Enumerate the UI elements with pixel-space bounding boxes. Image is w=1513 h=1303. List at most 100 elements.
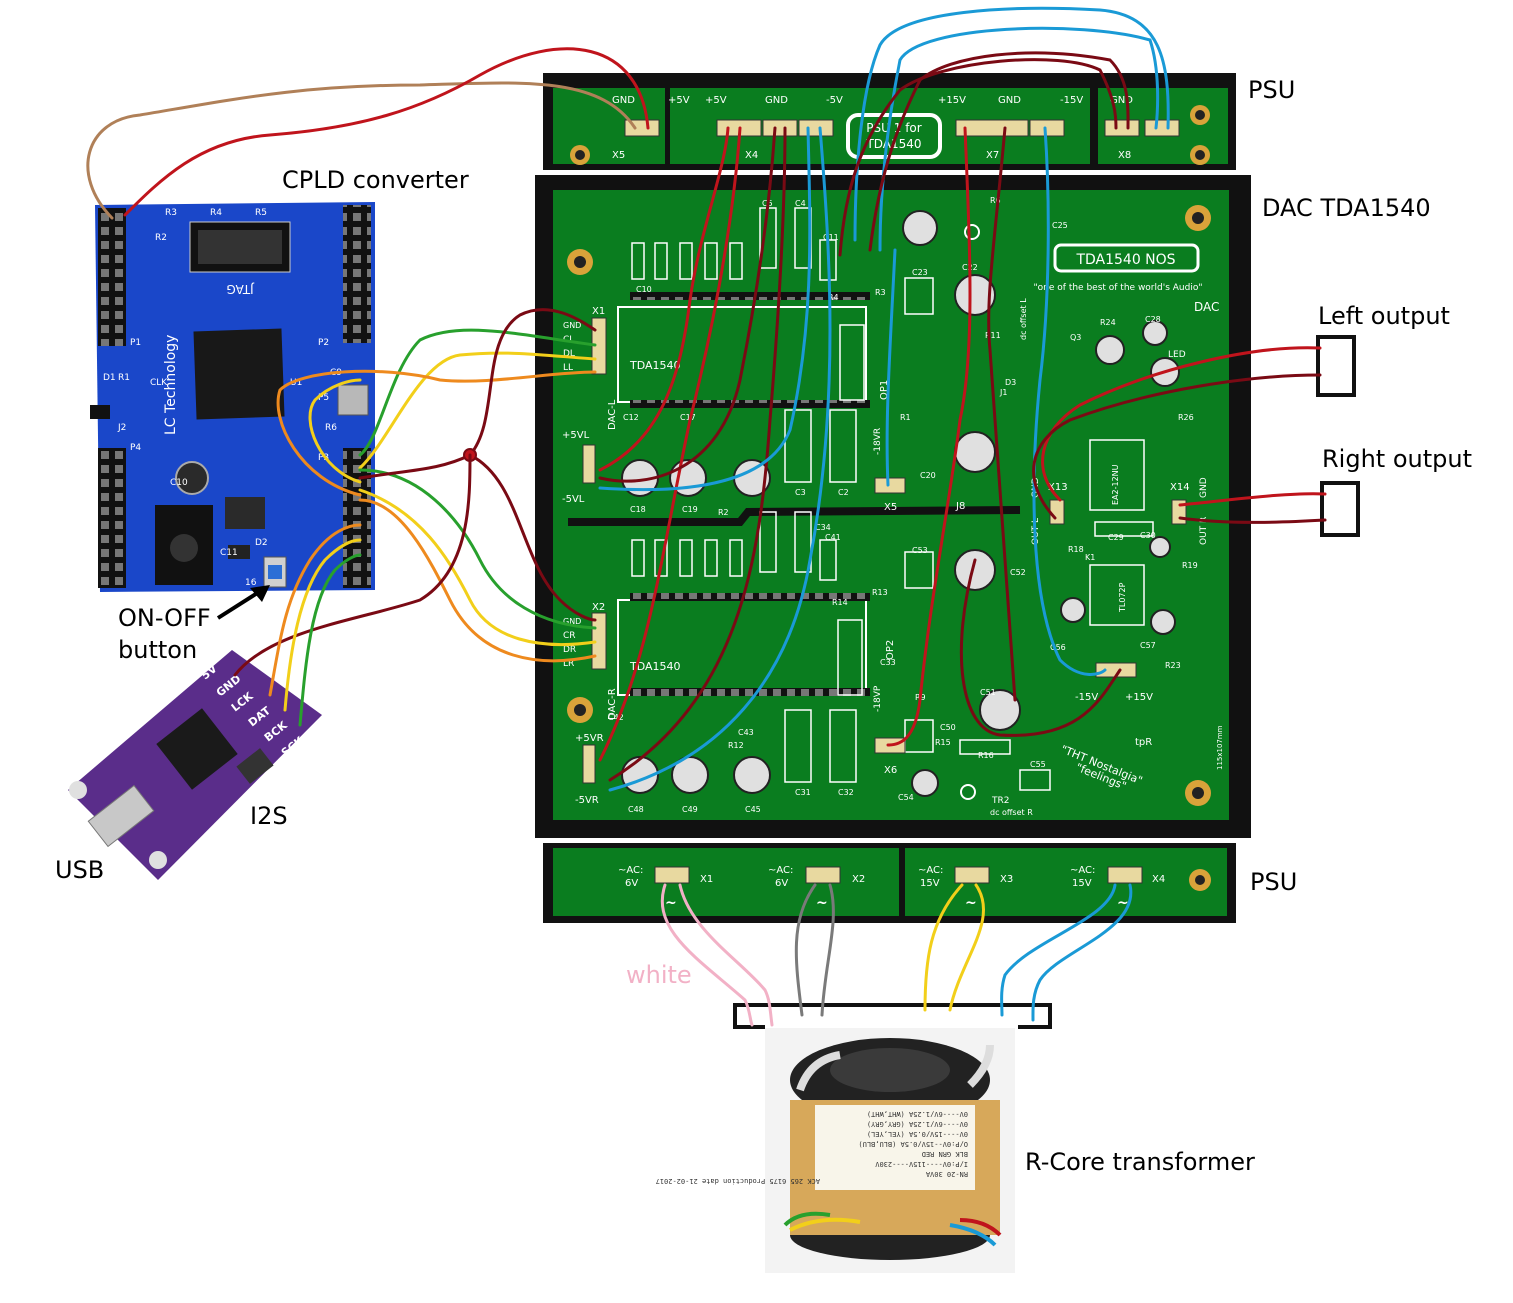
on-off-arrow <box>216 588 264 620</box>
size-label: 115x107mm <box>1216 725 1224 770</box>
gnd-r-label: GND <box>1199 477 1209 498</box>
ref-c48: C48 <box>628 805 644 814</box>
out-r-label: OUT R <box>1199 517 1209 545</box>
ref-c49: C49 <box>682 805 698 814</box>
ref-r13: R13 <box>872 588 888 597</box>
transformer-line-1: I/P:0V----115V----230V <box>874 1160 968 1168</box>
psu-top-board: PSU 1 for TDA1540 GND +5V X5 +5V GND -5V… <box>543 73 1236 170</box>
i2s-board: 5V GND LCK DAT BCK SCK <box>68 650 322 880</box>
j8-label: J8 <box>955 501 965 512</box>
psu-top-x8: X8 <box>1118 150 1131 161</box>
cpld-16: 16 <box>245 578 257 588</box>
ref-c57: C57 <box>1140 641 1156 650</box>
dc-offset-r-label: dc offset R <box>990 808 1033 817</box>
psu-top-minus5v: -5V <box>826 95 843 106</box>
psu-top-minus15v: -15V <box>1060 95 1083 106</box>
x2-pin-3: LR <box>563 659 574 669</box>
ref-c32: C32 <box>838 788 854 797</box>
ref-c20: C20 <box>920 471 936 480</box>
dc-offset-l-label: dc offset L <box>1019 298 1028 340</box>
cpld-j2: J2 <box>117 423 126 433</box>
ref-c19: C19 <box>682 505 698 514</box>
left-output-box <box>1316 335 1356 397</box>
ac6v-1-a: ~AC: <box>618 865 643 876</box>
psu-top-x7: X7 <box>986 150 999 161</box>
ref-r11: R11 <box>985 331 1001 340</box>
psu-note-line1: PSU 1 for <box>866 121 921 135</box>
ref-r19: R19 <box>1182 561 1198 570</box>
x2-pin-0: GND <box>563 617 581 626</box>
cpld-clk: CLK <box>150 378 168 388</box>
relay-label: EA2-12NU <box>1111 464 1120 505</box>
psu-x2: X2 <box>852 874 865 885</box>
ref-c53: C53 <box>912 546 928 555</box>
ref-c34: C34 <box>815 523 831 532</box>
ref-c29: C29 <box>1108 533 1124 542</box>
transformer: ACK 265 6175 Production date 21-02-2017 … <box>656 1028 1015 1273</box>
cpld-r6: R6 <box>325 423 337 433</box>
tpr-label: tpR <box>1135 737 1152 748</box>
ref-c41: C41 <box>825 533 841 542</box>
ref-j1: J1 <box>999 388 1007 397</box>
ref-r26: R26 <box>1178 413 1194 422</box>
ref-c54: C54 <box>898 793 914 802</box>
on-off-arrowhead <box>250 585 270 602</box>
ref-r3: R3 <box>875 288 886 297</box>
on-off-label-1: ON-OFF <box>118 604 211 632</box>
minus5vr: -5VR <box>575 795 599 806</box>
annotation-labels: CPLD converter DAC TDA1540 PSU PSU Left … <box>55 76 1472 1176</box>
ref-c25: C25 <box>1052 221 1068 230</box>
ref-c31: C31 <box>795 788 811 797</box>
op1-label: OP1 <box>879 380 890 400</box>
psu-top-x5: X5 <box>612 150 625 161</box>
ref-c28: C28 <box>1145 315 1161 324</box>
ref-c42: C42 <box>608 713 624 722</box>
dac-minus15v: -15V <box>1075 692 1098 703</box>
x1-pin-0: GND <box>563 321 581 330</box>
transformer-bracket <box>733 1003 1052 1029</box>
x5-dac-label: X5 <box>884 502 897 513</box>
psu-top-plus5v: +5V <box>705 95 727 106</box>
tagline: "one of the best of the world's Audio" <box>1034 283 1203 293</box>
wires <box>86 6 1327 1027</box>
ref-c55: C55 <box>1030 760 1046 769</box>
tilde-4: ~ <box>1117 895 1129 911</box>
ref-q3: Q3 <box>1070 333 1081 342</box>
psu-x1: X1 <box>700 874 713 885</box>
psu-top-gnd3: GND <box>1110 95 1133 106</box>
dac-r-label: DAC-R <box>607 688 618 720</box>
ref-r12: R12 <box>728 741 744 750</box>
transformer-header: ACK 265 6175 Production date 21-02-2017 <box>656 1177 820 1185</box>
cpld-d2: D2 <box>255 538 268 548</box>
ref-r1: R1 <box>900 413 911 422</box>
ref-c4: C4 <box>795 199 806 208</box>
chip-bottom-label: TDA1540 <box>629 660 681 673</box>
x1-pin-3: LL <box>563 363 573 373</box>
tr2-label: TR2 <box>991 796 1009 806</box>
x2-pin-2: DR <box>563 645 576 655</box>
plus5vl: +5VL <box>562 430 590 441</box>
minus18vp-label: -18VP <box>873 685 883 712</box>
ref-k1: K1 <box>1085 553 1095 562</box>
cpld-p4: P4 <box>130 443 141 453</box>
ref-c56: C56 <box>1050 643 1066 652</box>
minus5vl: -5VL <box>562 494 585 505</box>
ref-r18: R18 <box>1068 545 1084 554</box>
op2-label: OP2 <box>885 640 896 660</box>
i2s-label: I2S <box>250 802 288 830</box>
x6-dac-label: X6 <box>884 765 897 776</box>
x13-label: X13 <box>1048 482 1068 493</box>
ref-r2: R2 <box>718 508 729 517</box>
dac-silk: DAC <box>1194 300 1219 314</box>
ref-c30: C30 <box>1140 531 1156 540</box>
cpld-p5: P5 <box>318 393 329 403</box>
ref-c17: C17 <box>680 413 696 422</box>
ac6v-1-b: 6V <box>625 878 638 889</box>
ref-c18: C18 <box>630 505 646 514</box>
cpld-r5: R5 <box>255 208 267 218</box>
ref-c10: C10 <box>636 285 652 294</box>
ref-c43: C43 <box>738 728 754 737</box>
dac-title-label: DAC TDA1540 <box>1262 194 1431 222</box>
psu-top-gnd: GND <box>765 95 788 106</box>
x1-label: X1 <box>592 306 605 317</box>
